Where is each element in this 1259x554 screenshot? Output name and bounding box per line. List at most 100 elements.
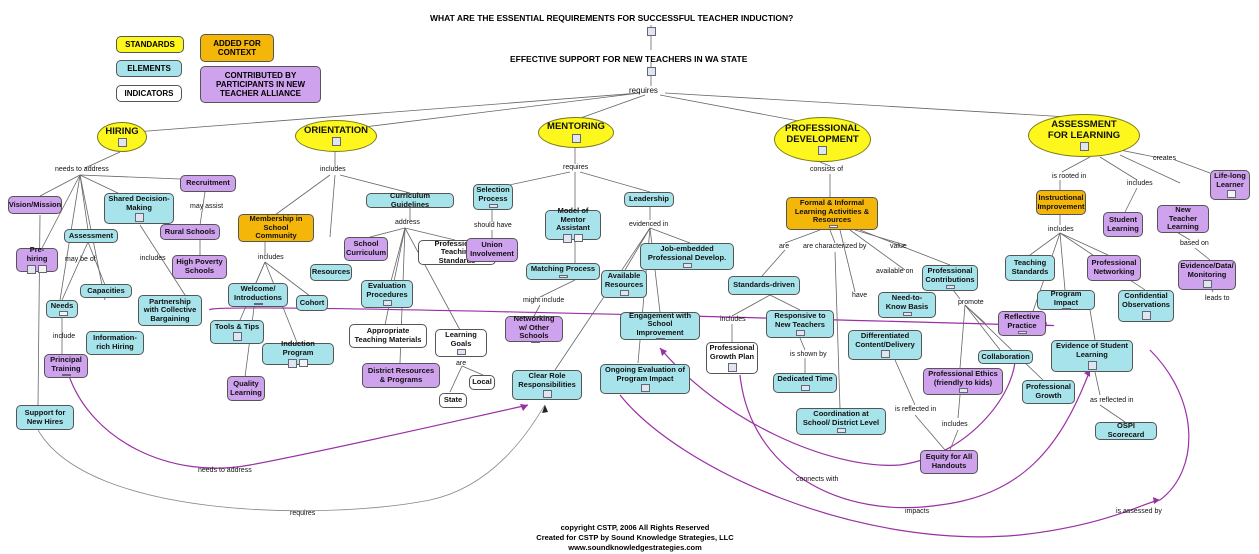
node-networking-other-schools[interactable]: Networking w/ Other Schools	[505, 314, 563, 343]
link-label: promote	[958, 299, 984, 306]
node-vision-mission[interactable]: Vision/Mission	[8, 196, 62, 214]
link-label: might include	[523, 297, 565, 304]
node-information-rich-hiring[interactable]: Information-rich Hiring	[86, 331, 144, 355]
node-evidence-data-monitoring[interactable]: Evidence/Data/ Monitoring	[1178, 260, 1236, 290]
node-standards-driven[interactable]: Standards-driven	[728, 276, 800, 295]
node-local[interactable]: Local	[469, 375, 495, 390]
node-assessment[interactable]: Assessment	[64, 229, 118, 243]
link-label: include	[53, 333, 76, 340]
node-high-poverty-schools[interactable]: High Poverty Schools	[172, 255, 227, 279]
node-induction-program[interactable]: Induction Program	[262, 339, 334, 368]
node-ospi-scorecard[interactable]: OSPI Scorecard	[1095, 421, 1157, 440]
node-selection-process[interactable]: Selection Process	[473, 184, 513, 210]
link-label: available on	[876, 268, 914, 275]
resource-icon[interactable]	[647, 27, 656, 36]
link-label: address	[395, 219, 420, 226]
node-student-learning[interactable]: Student Learning	[1103, 212, 1143, 237]
node-appropriate-teaching-materials[interactable]: Appropriate Teaching Materials	[349, 324, 427, 348]
node-instructional-improvement[interactable]: Instructional Improvement	[1036, 190, 1086, 215]
node-learning-goals[interactable]: Learning Goals	[435, 329, 487, 357]
node-life-long-learner[interactable]: Life-long Learner	[1210, 170, 1250, 200]
node-union-involvement[interactable]: Union Involvement	[466, 238, 518, 262]
node-professional-growth[interactable]: Professional Growth	[1022, 380, 1075, 404]
node-school-curriculum[interactable]: School Curriculum	[344, 237, 388, 261]
link-label: creates	[1153, 155, 1176, 162]
node-engagement-school-improvement[interactable]: Engagement with School Improvement	[620, 311, 700, 341]
link-label: may be of	[65, 256, 96, 263]
link-label: have	[852, 292, 868, 299]
link-label: needs to address	[198, 467, 252, 474]
node-support-new-hires[interactable]: Support for New Hires	[16, 405, 74, 430]
node-available-resources[interactable]: Available Resources	[601, 270, 647, 298]
resource-icon[interactable]	[647, 67, 656, 76]
link-label: should have	[474, 222, 512, 229]
link-label: connects with	[796, 476, 839, 483]
node-district-resources-programs[interactable]: District Resources & Programs	[362, 363, 440, 388]
node-recruitment[interactable]: Recruitment	[180, 175, 236, 192]
node-professional-growth-plan[interactable]: Professional Growth Plan	[706, 342, 758, 374]
node-capacities[interactable]: Capacities	[80, 284, 132, 298]
node-differentiated-content-delivery[interactable]: Differentiated Content/Delivery	[848, 330, 922, 360]
node-new-teacher-learning[interactable]: New Teacher Learning	[1157, 205, 1209, 233]
link-label: requires	[629, 86, 658, 95]
footer-url[interactable]: www.soundknowledgestrategies.com	[568, 543, 702, 552]
node-needs[interactable]: Needs	[46, 300, 78, 318]
node-job-embedded-professional-develop[interactable]: Job-embedded Professional Develop.	[640, 243, 734, 270]
link-label: are	[456, 360, 467, 367]
node-professional-ethics[interactable]: Professional Ethics (friendly to kids)	[923, 368, 1003, 395]
node-confidential-observations[interactable]: Confidential Observations	[1118, 290, 1174, 322]
node-clear-role-responsibilities[interactable]: Clear Role Responsibilities	[512, 370, 582, 400]
node-equity-all-handouts[interactable]: Equity for All Handouts	[920, 450, 978, 474]
node-partnership-collective-bargaining[interactable]: Partnership with Collective Bargaining	[138, 295, 202, 326]
link-label: are characterized by	[803, 243, 867, 250]
node-rural-schools[interactable]: Rural Schools	[160, 224, 220, 240]
node-professional-networking[interactable]: Professional Networking	[1087, 255, 1141, 281]
node-collaboration[interactable]: Collaboration	[978, 350, 1033, 364]
footer-copyright: copyright CSTP, 2006 All Rights Reserved	[560, 523, 710, 532]
link-label: includes	[1048, 226, 1074, 233]
standard-hiring[interactable]: HIRING	[97, 122, 147, 152]
node-welcome-introductions[interactable]: Welcome/ Introductions	[228, 283, 288, 307]
node-teaching-standards[interactable]: Teaching Standards	[1005, 255, 1055, 281]
node-evaluation-procedures[interactable]: Evaluation Procedures	[361, 280, 413, 308]
node-leadership[interactable]: Leadership	[624, 192, 674, 207]
node-tools-tips[interactable]: Tools & Tips	[210, 320, 264, 344]
link-label: impacts	[905, 508, 930, 515]
link-label: requires	[563, 164, 589, 171]
node-dedicated-time[interactable]: Dedicated Time	[773, 373, 837, 393]
footer-created: Created for CSTP by Sound Knowledge Stra…	[536, 533, 734, 542]
standard-orientation[interactable]: ORIENTATION	[295, 120, 377, 152]
legend-added-for-context: ADDED FOR CONTEXT	[200, 34, 274, 62]
node-quality-learning[interactable]: Quality Learning	[227, 376, 265, 401]
node-evidence-student-learning[interactable]: Evidence of Student Learning	[1051, 340, 1133, 372]
node-principal-training[interactable]: Principal Training	[44, 354, 88, 378]
link-label: includes	[1127, 180, 1153, 187]
node-reflective-practice[interactable]: Reflective Practice	[998, 311, 1046, 336]
node-resources-orientation[interactable]: Resources	[310, 264, 352, 281]
link-label: is assessed by	[1116, 508, 1162, 515]
node-ongoing-evaluation-program-impact[interactable]: Ongoing Evaluation of Program Impact	[600, 364, 690, 394]
link-label: evidenced in	[629, 221, 669, 228]
link-label: value	[890, 243, 907, 250]
node-pre-hiring[interactable]: Pre-hiring	[16, 245, 58, 274]
node-shared-decision-making[interactable]: Shared Decision-Making	[104, 193, 174, 224]
node-need-to-know-basis[interactable]: Need-to-Know Basis	[878, 292, 936, 318]
node-state[interactable]: State	[439, 393, 467, 408]
link-label: are	[779, 243, 790, 250]
standard-mentoring[interactable]: MENTORING	[538, 117, 614, 148]
node-matching-process[interactable]: Matching Process	[526, 263, 600, 280]
node-membership-school-community[interactable]: Membership in School Community	[238, 214, 314, 242]
node-coordination-school-district[interactable]: Coordination at School/ District Level	[796, 408, 886, 435]
standard-professional-development[interactable]: PROFESSIONAL DEVELOPMENT	[774, 117, 871, 162]
link-label: is reflected in	[895, 406, 937, 413]
node-program-impact[interactable]: Program Impact	[1037, 289, 1095, 311]
node-professional-contributions[interactable]: Professional Contributions	[922, 265, 978, 291]
node-responsive-new-teachers[interactable]: Responsive to New Teachers	[766, 310, 834, 338]
standard-assessment-for-learning[interactable]: ASSESSMENT FOR LEARNING	[1028, 114, 1140, 157]
legend-elements: ELEMENTS	[116, 60, 182, 77]
node-curriculum-guidelines[interactable]: Curriculum Guidelines	[366, 191, 454, 208]
map-subtitle: EFFECTIVE SUPPORT FOR NEW TEACHERS IN WA…	[510, 54, 748, 64]
node-formal-informal-learning[interactable]: Formal & Informal Learning Activities & …	[786, 197, 878, 230]
node-model-mentor-assistant[interactable]: Model of Mentor Assistant	[545, 206, 601, 243]
node-cohort[interactable]: Cohort	[296, 295, 328, 311]
